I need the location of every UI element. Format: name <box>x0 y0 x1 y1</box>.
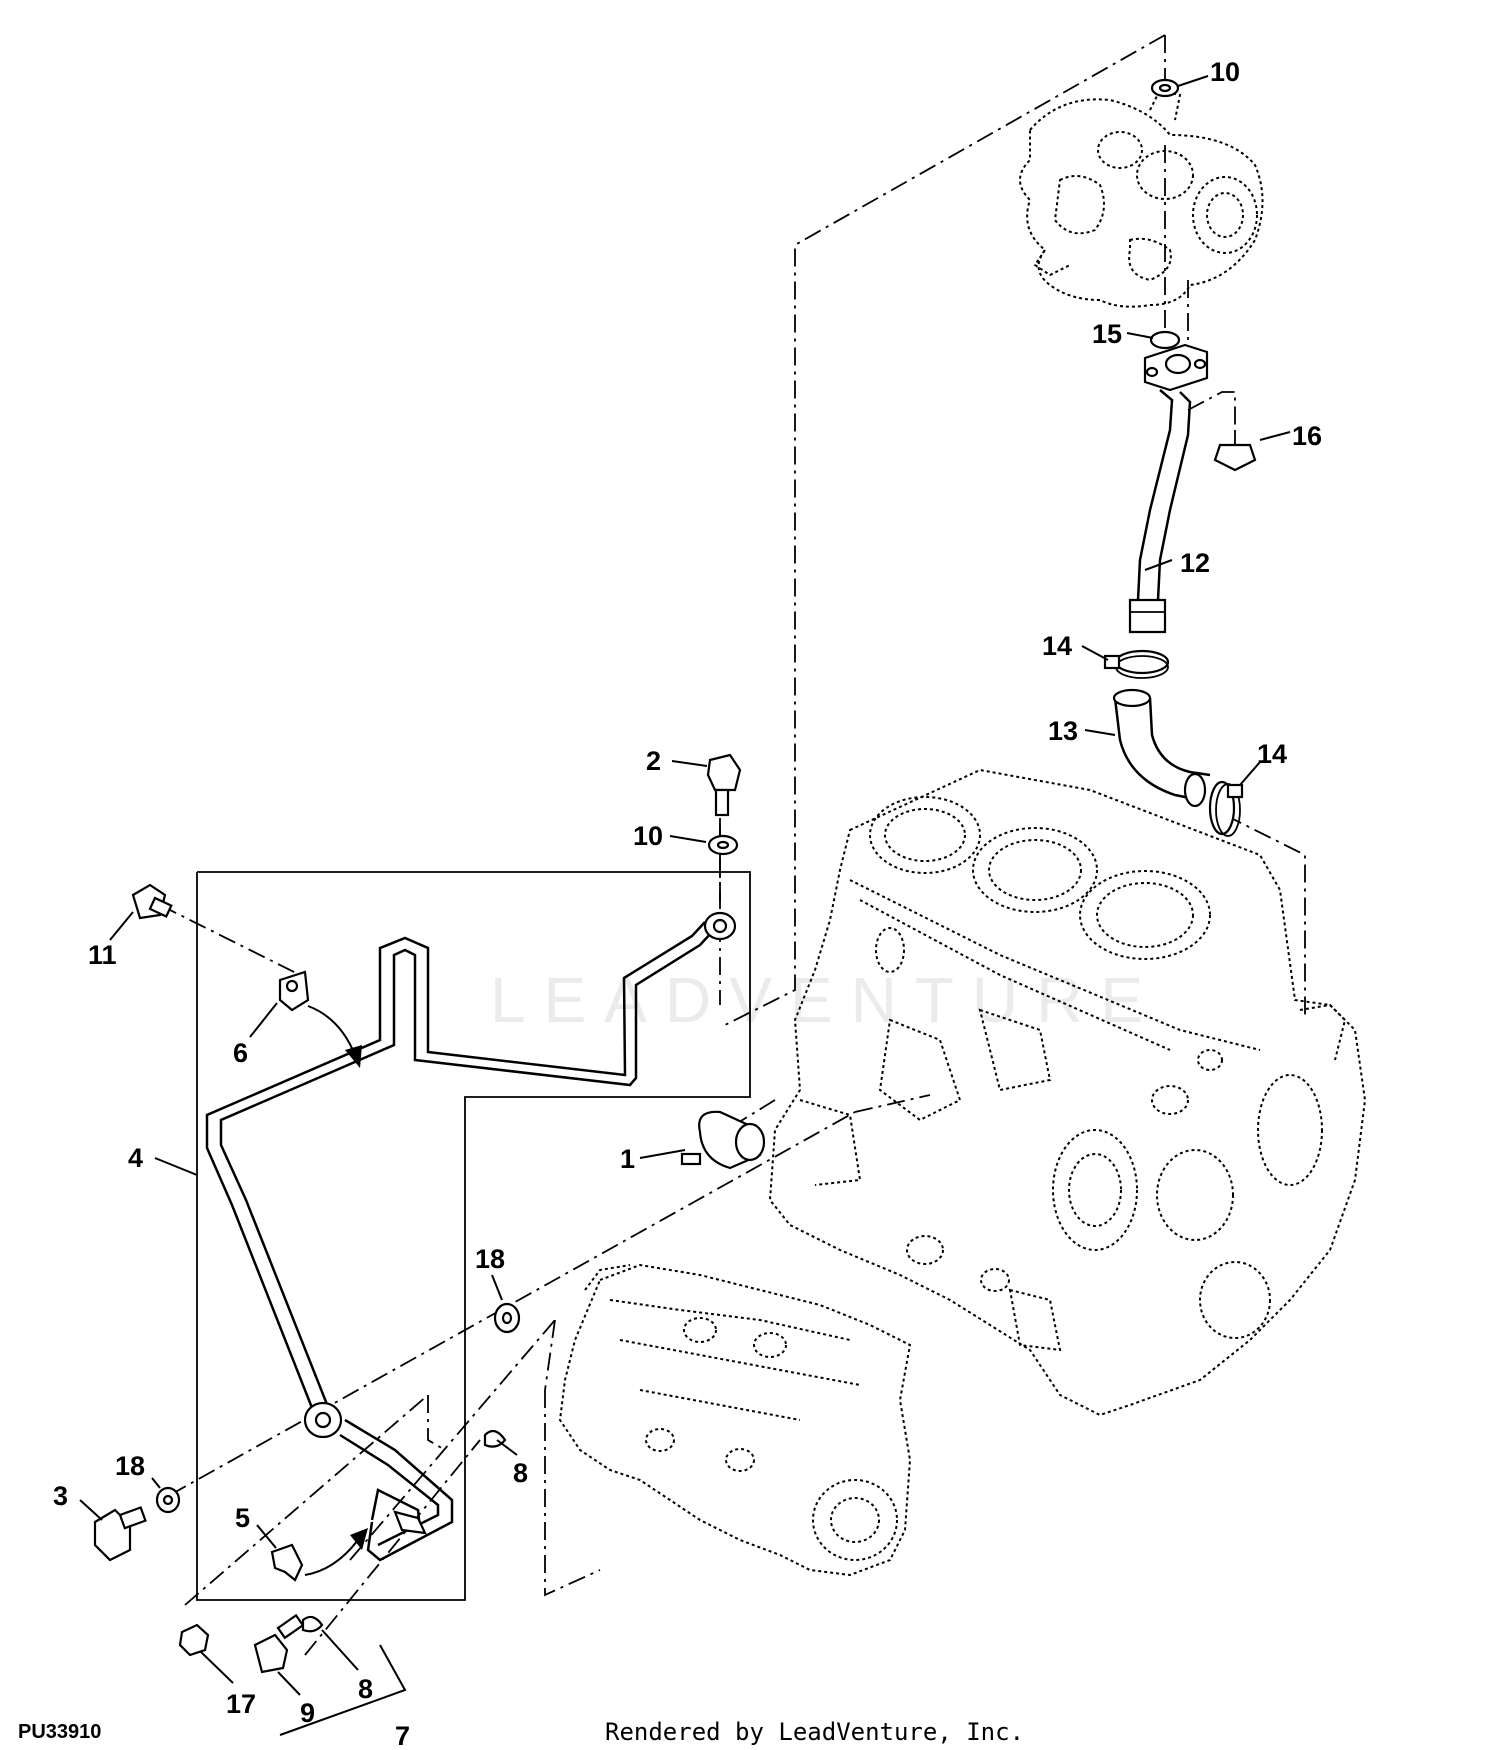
bolt-11 <box>131 883 173 920</box>
callout-16-flange-bolt: 16 <box>1292 421 1322 451</box>
callout-8-upper-lock-washer: 8 <box>513 1458 528 1488</box>
callout-5-clip: 5 <box>235 1503 250 1533</box>
oil-return-pipe <box>1128 343 1209 634</box>
callout-8-lower-lock-washer: 8 <box>358 1674 373 1704</box>
o-ring-15 <box>1149 330 1181 350</box>
leader-lines <box>79 75 1291 1736</box>
callout-15-o-ring: 15 <box>1092 319 1122 349</box>
callout-labels: 10 15 16 12 14 13 14 2 10 11 6 1 4 18 8 … <box>53 57 1322 1750</box>
hose-clamp-lower <box>1208 780 1244 837</box>
clip-5 <box>270 1543 304 1582</box>
hose-clamp-upper <box>1103 649 1170 679</box>
washer-18-upper <box>493 1302 521 1334</box>
callout-1-pressure-switch: 1 <box>620 1144 635 1174</box>
washer-18-lower <box>155 1486 181 1514</box>
watermark-text: LEADVENTURE <box>490 964 1161 1036</box>
callout-10-washer: 10 <box>633 821 663 851</box>
callout-9-bolt: 9 <box>300 1698 315 1728</box>
callout-6-clip: 6 <box>233 1038 248 1068</box>
callout-2-banjo-bolt: 2 <box>646 746 661 776</box>
banjo-bolt-3 <box>93 1506 147 1562</box>
lock-washer-8-lower <box>301 1615 324 1633</box>
engine-block-illustration <box>768 768 1367 1417</box>
callout-12-return-pipe: 12 <box>1180 548 1210 578</box>
callout-14-upper-clamp: 14 <box>1042 631 1072 661</box>
clip-6 <box>278 970 310 1012</box>
callout-4-oil-line: 4 <box>128 1143 143 1173</box>
callout-17-nut: 17 <box>226 1689 256 1719</box>
assembly-lines <box>159 34 1306 1656</box>
bolt-9 <box>253 1613 305 1674</box>
assembly-arrows <box>304 1005 368 1576</box>
flange-bolt-16 <box>1213 430 1257 472</box>
callout-18-lower-washer: 18 <box>115 1451 145 1481</box>
nut-17 <box>178 1623 210 1657</box>
render-credit: Rendered by LeadVenture, Inc. <box>605 1718 1024 1746</box>
callout-11-bolt: 11 <box>88 940 117 970</box>
washer-turbo-top <box>1150 78 1180 98</box>
oil-line-tube <box>205 911 737 1562</box>
injection-pump-illustration <box>558 1263 912 1577</box>
callout-7-kit: 7 <box>395 1721 410 1750</box>
oil-pressure-switch-1 <box>680 1110 766 1170</box>
callout-10-turbo-washer: 10 <box>1210 57 1240 87</box>
turbocharger-illustration <box>1019 88 1264 308</box>
oil-return-hose <box>1112 688 1211 808</box>
figure-id: PU33910 <box>18 1721 101 1743</box>
callout-3-banjo-bolt: 3 <box>53 1481 68 1511</box>
oil-line-kit-boundary <box>196 871 751 1601</box>
callout-13-hose: 13 <box>1048 716 1078 746</box>
banjo-bolt-2 <box>706 753 742 817</box>
callout-18-upper-washer: 18 <box>475 1244 505 1274</box>
callout-14-lower-clamp: 14 <box>1257 739 1287 769</box>
washer-10-lower <box>707 834 739 856</box>
